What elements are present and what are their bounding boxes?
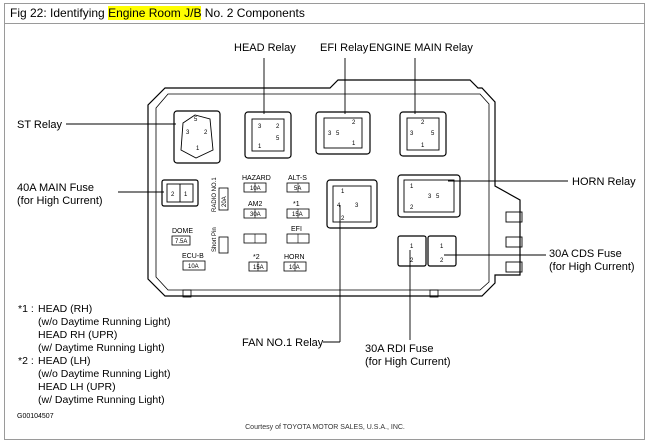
- st-pin: 3: [186, 130, 190, 136]
- efi-pin: 1: [352, 141, 356, 147]
- main-fuse-pin: 2: [171, 192, 175, 198]
- fan-pin: 1: [341, 189, 345, 195]
- fuse-ecub: [182, 260, 206, 271]
- fuse-plus2-label: *2: [253, 254, 260, 261]
- rdi-fuse-label: 30A RDI Fuse: [365, 343, 433, 355]
- horn-pin: 2: [410, 205, 414, 211]
- rdi-fuse-sublabel: (for High Current): [365, 356, 451, 368]
- horn-relay-label: HORN Relay: [572, 176, 636, 188]
- horn-pin: 3: [428, 194, 432, 200]
- caption-suffix: No. 2 Components: [201, 6, 305, 20]
- main-fuse-label: 40A MAIN Fuse: [17, 182, 94, 194]
- fuse-horn-label: HORN: [284, 254, 305, 261]
- st-relay: [173, 110, 221, 164]
- fuse-hazard-amp: 10A: [250, 186, 261, 192]
- main-fuse-pin: 1: [184, 192, 188, 198]
- head-relay: [244, 111, 292, 159]
- engine-main-pin: 1: [421, 143, 425, 149]
- rdi-fuse: [397, 235, 427, 267]
- fuse-alts-amp: 5A: [294, 186, 301, 192]
- note-2-line: (w/ Daytime Running Light): [38, 394, 165, 406]
- head-pin: 1: [258, 144, 262, 150]
- note-2-line: HEAD (LH): [38, 355, 91, 367]
- engine-main-pin: 3: [410, 131, 414, 137]
- caption-highlight: Engine Room J/B: [108, 6, 202, 20]
- efi-pin: 3: [328, 131, 332, 137]
- housing-inner: [155, 93, 490, 291]
- head-relay-label: HEAD Relay: [234, 42, 296, 54]
- fan-pin: 4: [337, 203, 341, 209]
- short-pin: [218, 236, 229, 254]
- fuse-plus1-label: *1: [293, 201, 300, 208]
- caption-prefix: Fig 22: Identifying: [10, 6, 109, 20]
- note-1-marker: *1 :: [18, 303, 34, 315]
- fuse-plus1-amp: 15A: [292, 212, 303, 218]
- fan-relay: [326, 179, 378, 229]
- fuse-ecub-amp: 10A: [188, 264, 199, 270]
- cds-fuse-label: 30A CDS Fuse: [549, 248, 622, 260]
- fuse-horn-amp: 10A: [289, 265, 300, 271]
- engine-main-relay-label: ENGINE MAIN Relay: [369, 42, 473, 54]
- fuse-hazard-label: HAZARD: [242, 175, 271, 182]
- note-1-line: (w/o Daytime Running Light): [38, 316, 170, 328]
- efi-relay: [315, 111, 371, 155]
- fuse-efi-label: EFI: [291, 226, 302, 233]
- fuse-am2-amp: 30A: [250, 212, 261, 218]
- housing-outline: [147, 79, 521, 297]
- credit-line: Courtesy of TOYOTA MOTOR SALES, U.S.A., …: [245, 424, 405, 431]
- fuse-radio-label: RADIO NO.1: [212, 177, 218, 212]
- fuse-ecub-label: ECU-B: [182, 253, 204, 260]
- fuse-radio-amp: 20A: [222, 196, 228, 207]
- rdi-pin: 1: [410, 244, 414, 250]
- engine-main-pin: 2: [421, 120, 425, 126]
- note-2-marker: *2 :: [18, 355, 34, 367]
- cds-pin: 1: [440, 244, 444, 250]
- short-pin-label: Short Pin: [212, 227, 218, 252]
- fuse-dome-label: DOME: [172, 228, 193, 235]
- rdi-pin: 2: [410, 258, 414, 264]
- note-1-line: (w/ Daytime Running Light): [38, 342, 165, 354]
- fuse-radio: [218, 187, 229, 211]
- horn-pin: 1: [410, 184, 414, 190]
- horn-relay: [397, 174, 461, 218]
- figure-frame: [4, 3, 645, 440]
- cds-fuse-sublabel: (for High Current): [549, 261, 635, 273]
- head-pin: 3: [258, 124, 262, 130]
- efi-relay-label: EFI Relay: [320, 42, 369, 54]
- cds-fuse: [427, 235, 457, 267]
- figure-code: G00104507: [17, 413, 54, 420]
- efi-pin: 2: [352, 120, 356, 126]
- note-2-line: (w/o Daytime Running Light): [38, 368, 170, 380]
- fan-pin: 2: [341, 216, 345, 222]
- note-1-line: HEAD RH (UPR): [38, 329, 117, 341]
- cds-pin: 2: [440, 258, 444, 264]
- note-2-line: HEAD LH (UPR): [38, 381, 116, 393]
- fan-pin: 3: [355, 203, 359, 209]
- head-pin: 5: [276, 136, 280, 142]
- main-fuse-sublabel: (for High Current): [17, 195, 103, 207]
- figure-caption: Fig 22: Identifying Engine Room J/B No. …: [4, 3, 645, 24]
- engine-main-relay: [399, 111, 447, 157]
- st-pin: 5: [194, 117, 198, 123]
- fuse-alts-label: ALT-S: [288, 175, 307, 182]
- fan-relay-label: FAN NO.1 Relay: [242, 337, 324, 349]
- efi-pin: 5: [336, 131, 340, 137]
- engine-main-pin: 5: [431, 131, 435, 137]
- main-fuse: [161, 179, 199, 207]
- st-relay-label: ST Relay: [17, 119, 63, 131]
- st-pin: 2: [204, 130, 208, 136]
- fuse-dome: [171, 235, 191, 246]
- fuse-dome-amp: 7.5A: [175, 239, 187, 245]
- head-pin: 2: [276, 124, 280, 130]
- fuse-plus2-amp: 15A: [253, 265, 264, 271]
- st-pin: 1: [196, 146, 200, 152]
- note-1-line: HEAD (RH): [38, 303, 92, 315]
- fuse-am2-label: AM2: [248, 201, 263, 208]
- horn-pin: 5: [436, 194, 440, 200]
